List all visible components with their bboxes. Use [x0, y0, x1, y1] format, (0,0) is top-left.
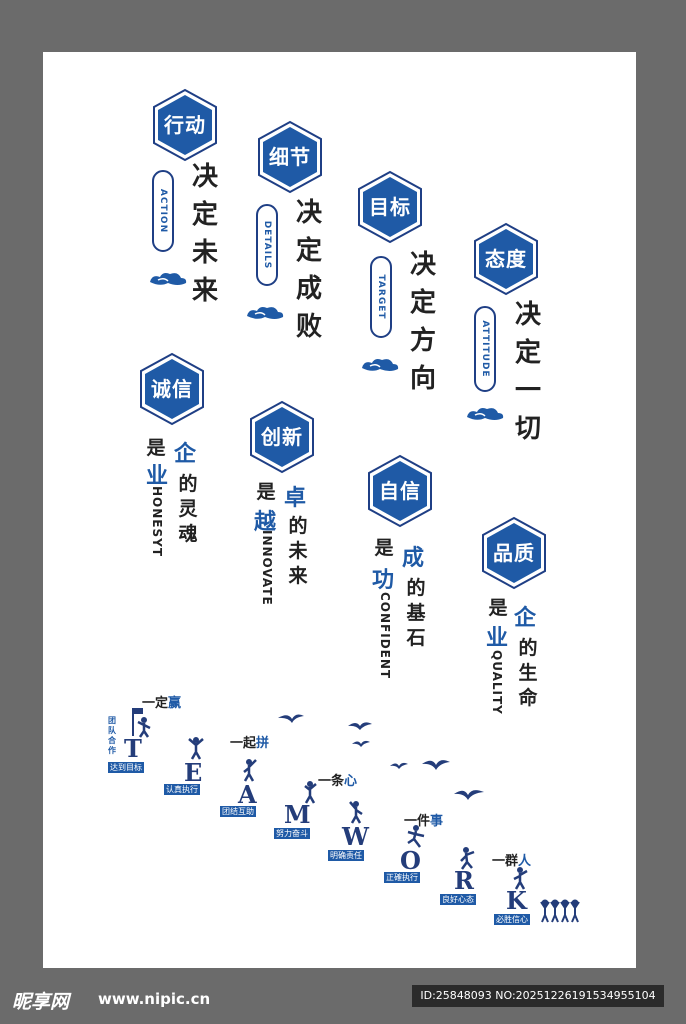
team-tag: 良好心态 — [440, 894, 476, 905]
flag-figure-icon — [132, 708, 151, 738]
team-letter: M — [284, 800, 311, 829]
hexagon-label: 诚信 — [151, 377, 193, 401]
team-side-text: 团队合作 — [108, 716, 116, 755]
team-phrase: 一起拼 — [230, 736, 270, 751]
site-logo: 昵享网 — [12, 991, 70, 1013]
team-letter: W — [342, 822, 369, 851]
pushing-figure-icon — [304, 781, 317, 804]
value-big-char: 企 — [514, 605, 537, 631]
value-english-vertical: HONESYT — [150, 486, 164, 558]
slogan-vertical: 决定成败 — [295, 198, 322, 342]
image-id-bar: ID:25848093 NO:20251226191534955104 — [412, 985, 664, 1007]
slogan-vertical: 决定未来 — [191, 162, 218, 306]
hexagon-label: 行动 — [164, 113, 206, 137]
cloud-icon — [362, 359, 399, 371]
poster-card — [43, 52, 636, 968]
hexagon-badge-action: 行动 — [151, 88, 219, 162]
team-phrase: 一件事 — [404, 814, 444, 829]
value-big-char: 企 — [174, 441, 197, 467]
hexagon-label: 目标 — [369, 195, 411, 219]
hexagon-label: 细节 — [269, 145, 311, 169]
group-figures-icon — [540, 899, 580, 923]
pointing-figure-icon — [513, 867, 528, 890]
value-shi: 是 — [488, 597, 508, 619]
value-english-vertical: CONFIDENT — [378, 592, 392, 680]
team-phrase: 一条心 — [318, 774, 358, 789]
hexagon-badge-details: 细节 — [256, 120, 324, 194]
value-text-vertical: 的未来 — [288, 515, 308, 587]
hexagon-badge-confident: 自信 — [366, 454, 434, 528]
cloud-icon — [467, 408, 504, 420]
pill-label-action: ACTION — [152, 170, 174, 252]
cloud-icon — [150, 273, 187, 285]
value-english-vertical: QUALITY — [490, 650, 504, 715]
pill-label-details: DETAILS — [256, 204, 278, 286]
team-tag: 明确责任 — [328, 850, 364, 861]
climbing-figure-icon — [460, 847, 475, 870]
hexagon-badge-quality: 品质 — [480, 516, 548, 590]
value-big-char: 业 — [486, 625, 509, 651]
team-tag: 达到目标 — [108, 762, 144, 773]
hexagon-badge-innovate: 创新 — [248, 400, 316, 474]
team-letter: E — [184, 758, 203, 787]
slogan-vertical: 决定方向 — [409, 250, 436, 394]
team-phrase: 一群人 — [492, 854, 532, 869]
value-big-char: 越 — [254, 509, 277, 535]
team-tag: 必胜信心 — [494, 914, 530, 925]
value-big-char: 成 — [402, 545, 425, 571]
value-text-vertical: 的灵魂 — [178, 473, 198, 545]
pill-label-attitude: ATTITUDE — [474, 306, 496, 392]
hexagon-label: 态度 — [485, 247, 527, 271]
birds-decoration — [278, 714, 484, 800]
cloud-icon — [247, 307, 284, 319]
value-big-char: 业 — [146, 463, 169, 489]
hexagon-label: 品质 — [493, 541, 535, 565]
value-text-vertical: 的基石 — [406, 577, 426, 649]
team-letter: A — [238, 780, 257, 809]
waving-figure-icon — [243, 759, 257, 782]
value-shi: 是 — [374, 537, 394, 559]
team-tag: 认真执行 — [164, 784, 200, 795]
value-shi: 是 — [256, 481, 276, 503]
cheering-figure-icon — [188, 737, 204, 760]
hexagon-badge-target: 目标 — [356, 170, 424, 244]
value-big-char: 功 — [372, 567, 395, 593]
slogan-vertical: 决定一切 — [514, 300, 541, 444]
team-tag: 努力奋斗 — [274, 828, 310, 839]
hexagon-badge-attitude: 态度 — [472, 222, 540, 296]
site-url: www.nipic.cn — [98, 990, 211, 1008]
hexagon-label: 自信 — [379, 479, 421, 503]
value-english-vertical: INNOVATE — [260, 530, 274, 606]
team-tag: 正確执行 — [384, 872, 420, 883]
team-phrase: 一定赢 — [142, 696, 182, 711]
hexagon-badge-honesty: 诚信 — [138, 352, 206, 426]
value-shi: 是 — [146, 437, 166, 459]
running-figure-icon — [407, 825, 425, 848]
team-letter: R — [454, 866, 474, 895]
hexagon-label: 创新 — [261, 425, 303, 449]
value-big-char: 卓 — [284, 485, 307, 511]
value-text-vertical: 的生命 — [518, 637, 538, 709]
team-letter: O — [400, 846, 421, 875]
pill-label-target: TARGET — [370, 256, 392, 338]
team-letter: K — [506, 886, 527, 915]
team-letter: T — [124, 734, 142, 763]
team-tag: 团结互助 — [220, 806, 256, 817]
victory-figure-icon — [349, 801, 363, 824]
